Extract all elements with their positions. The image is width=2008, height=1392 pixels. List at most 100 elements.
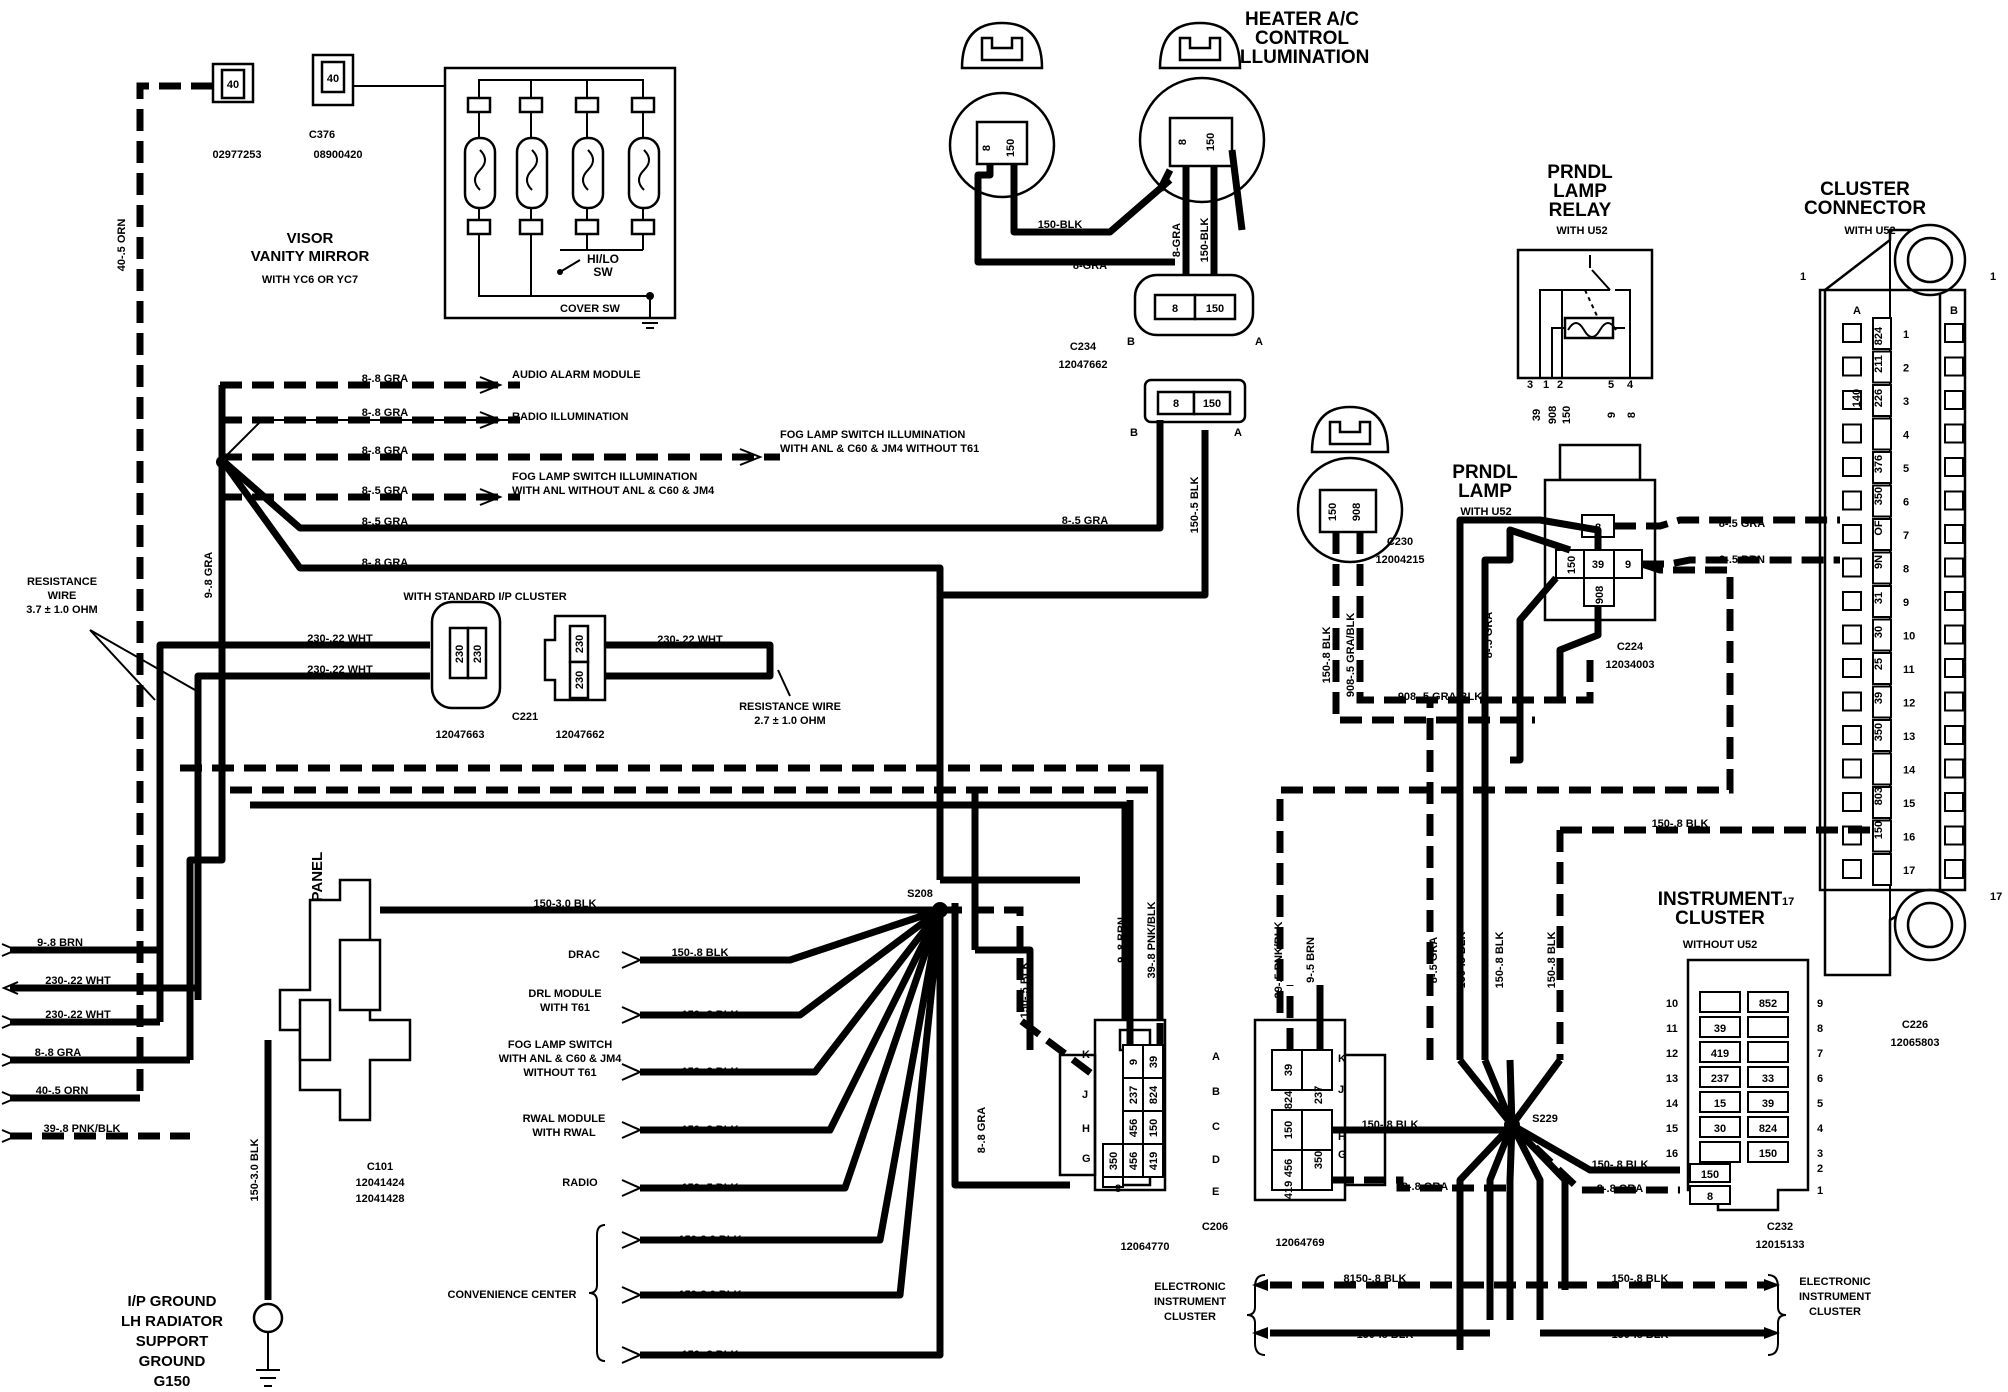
svg-text:A: A <box>1234 427 1242 439</box>
svg-text:150-BLK: 150-BLK <box>1038 219 1083 231</box>
svg-text:K: K <box>1082 1049 1090 1061</box>
svg-text:908: 908 <box>1547 406 1559 424</box>
c226-cavity-a <box>1842 356 1862 377</box>
c232-row-left-number: 11 <box>1666 1023 1678 1035</box>
svg-text:D: D <box>1212 1154 1220 1166</box>
c232-cavity-label: 30 <box>1714 1123 1726 1135</box>
svg-text:B: B <box>1127 336 1135 348</box>
c226-cavity-a <box>1842 658 1862 678</box>
c232-row-left-number: 10 <box>1666 998 1678 1010</box>
svg-text:G: G <box>1082 1153 1091 1165</box>
svg-text:150-.8 BLK: 150-.8 BLK <box>1612 1273 1669 1285</box>
c232-cavity <box>1699 1116 1741 1138</box>
c226-cavity-a <box>1842 557 1862 578</box>
c226-cavity-b <box>1944 323 1964 343</box>
part-12047662-a: 12047662 <box>1059 359 1108 371</box>
wire-40-orn <box>136 82 213 1100</box>
c226-cavity-a <box>1842 859 1862 879</box>
svg-text:150-.8 BLK: 150-.8 BLK <box>682 1009 739 1021</box>
c232-label: C232 <box>1767 1221 1793 1233</box>
svg-text:140: 140 <box>1851 389 1863 407</box>
svg-text:150-BLK: 150-BLK <box>1199 218 1211 263</box>
c226-cavity-b <box>1944 557 1964 578</box>
c232-cavity <box>1699 1016 1741 1038</box>
c226-cavity-mid <box>1872 317 1892 350</box>
c226-cavity-b <box>1944 859 1964 879</box>
svg-text:H: H <box>1338 1131 1346 1143</box>
svg-text:150-.8 BLK: 150-.8 BLK <box>1362 1119 1419 1131</box>
svg-text:150: 150 <box>1205 133 1217 151</box>
svg-text:8-.8 GRA: 8-.8 GRA <box>362 407 409 419</box>
svg-text:824: 824 <box>1148 1085 1160 1104</box>
c226-row-number: 5 <box>1903 463 1909 475</box>
part-12004215: 12004215 <box>1376 554 1425 566</box>
svg-text:350: 350 <box>1108 1152 1120 1170</box>
c226-cavity-mid <box>1872 719 1892 752</box>
svg-text:456: 456 <box>1128 1152 1140 1170</box>
visor-subtitle: WITH YC6 OR YC7 <box>262 274 358 286</box>
c226-cavity-a <box>1842 624 1862 645</box>
svg-text:39: 39 <box>1873 692 1885 704</box>
c226-row-number: 13 <box>1903 731 1915 743</box>
c232-cavity <box>1699 991 1741 1013</box>
svg-text:150-.8 BLK: 150-.8 BLK <box>1592 1159 1649 1171</box>
svg-text:B: B <box>1950 305 1958 317</box>
c230-label: C230 <box>1387 536 1413 548</box>
svg-text:17: 17 <box>1990 891 2002 903</box>
c206-label: C206 <box>1202 1221 1228 1233</box>
c232-row-right-number: 1 <box>1817 1185 1823 1197</box>
svg-text:8-.8 GRA: 8-.8 GRA <box>1402 1181 1449 1193</box>
c226-cavity-mid <box>1872 819 1892 853</box>
c226-cavity-b <box>1944 825 1964 846</box>
c232-cavity <box>1699 1141 1741 1163</box>
svg-text:150-3.0 BLK: 150-3.0 BLK <box>249 1138 261 1201</box>
svg-text:150-3.0 BLK: 150-3.0 BLK <box>679 1234 742 1246</box>
c226-cavity-mid <box>1872 685 1892 719</box>
c226-cavity-b <box>1944 691 1964 712</box>
part-12041428: 12041428 <box>356 1193 405 1205</box>
c232-cavity <box>1747 1141 1789 1163</box>
c232-cavity <box>1747 1016 1789 1038</box>
c232-cavity <box>1699 1091 1741 1113</box>
svg-text:150: 150 <box>1566 556 1578 574</box>
electronic-cluster-lines: 8150-.8 BLK 150-.8 BLK 150-.8 BLK 150-.8… <box>1154 1273 1871 1356</box>
svg-text:824: 824 <box>1873 326 1885 345</box>
c226-cavity-a <box>1842 323 1862 343</box>
svg-text:150-.8 BLK: 150-.8 BLK <box>682 1124 739 1136</box>
c226-cavity-b <box>1944 591 1964 611</box>
svg-text:1: 1 <box>1990 271 1996 283</box>
svg-text:150: 150 <box>1148 1119 1160 1137</box>
part-12015133: 12015133 <box>1756 1239 1805 1251</box>
instrument-cluster-subtitle: WITHOUT U52 <box>1683 939 1758 951</box>
c226-cavity-a <box>1842 758 1862 779</box>
c226-row-number: 8 <box>1903 564 1909 576</box>
svg-text:8-.5 GRA: 8-.5 GRA <box>1062 515 1109 527</box>
svg-text:A: A <box>1853 305 1861 317</box>
part-12041424: 12041424 <box>356 1177 406 1189</box>
svg-text:1: 1 <box>1800 271 1806 283</box>
c226-row-number: 9 <box>1903 597 1909 609</box>
svg-text:8-.8 GRA: 8-.8 GRA <box>362 373 409 385</box>
svg-text:150: 150 <box>1327 503 1339 521</box>
c101-label: C101 <box>367 1161 393 1173</box>
svg-text:40-.5 ORN: 40-.5 ORN <box>116 219 128 272</box>
c226-cavity-a <box>1842 490 1862 511</box>
svg-text:824: 824 <box>1283 1090 1295 1109</box>
svg-text:8: 8 <box>1177 139 1189 145</box>
c226-cavity-mid <box>1872 350 1892 384</box>
svg-text:908-.5 GRA/BLK: 908-.5 GRA/BLK <box>1345 613 1357 697</box>
c232-cavity-label: 33 <box>1762 1073 1774 1085</box>
svg-text:39: 39 <box>1592 559 1604 571</box>
svg-text:G: G <box>1338 1149 1347 1161</box>
c232-cavity-label: 8 <box>1707 1191 1713 1203</box>
